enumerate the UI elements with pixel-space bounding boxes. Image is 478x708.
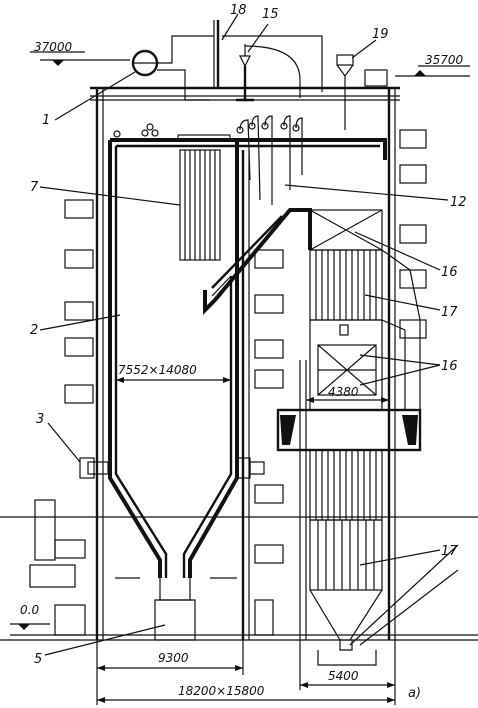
dimension-lines <box>96 377 396 705</box>
hopper-span-dimension: 9300 <box>158 651 189 665</box>
label-16-upper: 16 <box>441 265 458 280</box>
label-1: 1 <box>42 113 50 128</box>
label-12: 12 <box>450 195 467 210</box>
label-3: 3 <box>36 412 44 427</box>
label-19: 19 <box>372 27 389 42</box>
label-5: 5 <box>34 652 42 667</box>
bottom-width-dimension: 5400 <box>328 669 359 683</box>
overall-dimension: 18200×15800 <box>178 684 265 698</box>
platforms <box>29 69 427 636</box>
convective-shaft <box>276 209 422 666</box>
elevation-37000: 37000 <box>34 40 73 54</box>
label-2: 2 <box>30 323 38 338</box>
elevation-0: 0.0 <box>20 603 39 617</box>
platen-superheater <box>177 134 231 261</box>
building-frame <box>0 86 478 641</box>
elevation-35700: 35700 <box>425 53 464 67</box>
label-18: 18 <box>230 3 247 18</box>
label-16-lower: 16 <box>441 359 458 374</box>
convective-width-dimension: 4380 <box>328 385 359 399</box>
elevation-marks: 37000 35700 0.0 <box>10 40 470 630</box>
drum-and-piping <box>113 20 354 205</box>
figure-label: а) <box>408 686 421 701</box>
furnace-section-dimension: 7552×14080 <box>118 363 197 377</box>
label-17-lower: 17 <box>441 544 458 559</box>
label-7: 7 <box>30 180 39 195</box>
furnace <box>108 138 387 641</box>
label-15: 15 <box>262 7 279 22</box>
label-17-upper: 17 <box>441 305 458 320</box>
leader-lines <box>39 13 459 656</box>
